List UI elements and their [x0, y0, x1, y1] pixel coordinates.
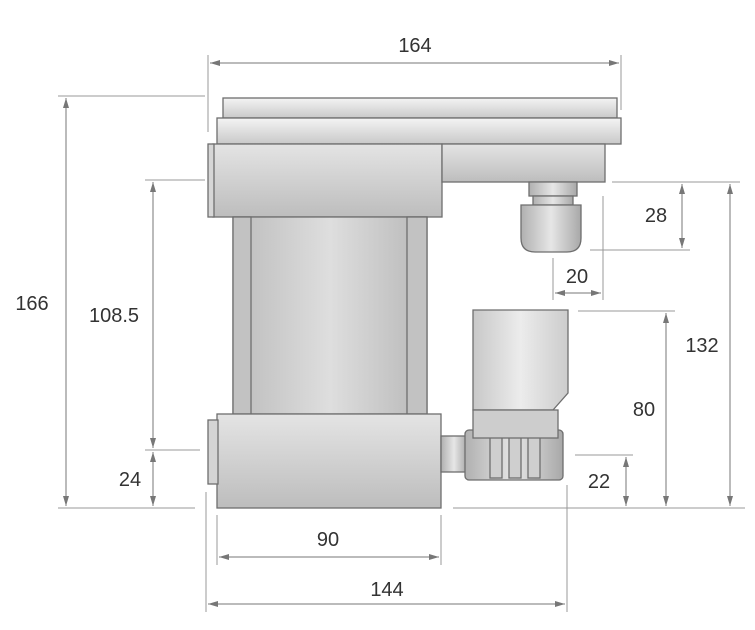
dimension-labels: 164 166 108.5 24 28 20 80 132 22 90 144 [15, 35, 718, 601]
valve-base [472, 409, 559, 439]
mounting-plate [216, 117, 622, 145]
upper-arm [441, 143, 606, 183]
dim-valve-height: 80 [633, 399, 655, 421]
dim-overall-width: 164 [398, 35, 431, 57]
upper-block [212, 143, 443, 218]
cylinder-body [232, 216, 428, 415]
dim-fitting-height: 28 [645, 205, 667, 227]
pump-assembly [207, 97, 622, 509]
dim-body-height: 108.5 [89, 305, 139, 327]
lower-block-cap [207, 419, 219, 485]
dim-valve-top-height: 132 [685, 335, 718, 357]
tie-rod-right [406, 216, 428, 415]
dim-overall-height: 166 [15, 293, 48, 315]
valve-housing [472, 309, 569, 411]
gland-dome [520, 204, 582, 253]
extension-lines [58, 55, 745, 612]
dim-port-height: 22 [588, 471, 610, 493]
dim-total-base-width: 144 [370, 579, 403, 601]
lower-block [216, 413, 442, 509]
top-plate [222, 97, 618, 119]
tie-rod-left [232, 216, 252, 415]
upper-block-cap [207, 143, 215, 218]
dim-base-height: 24 [119, 469, 141, 491]
gland-nut [528, 181, 578, 197]
dim-base-width: 90 [317, 529, 339, 551]
port-ring-1 [489, 431, 503, 479]
port-ring-3 [527, 431, 541, 479]
port-nipple [440, 435, 468, 473]
gland-body [532, 195, 574, 206]
dim-fitting-width: 20 [566, 266, 588, 288]
port-ring-2 [508, 431, 522, 479]
dimension-lines [63, 60, 733, 607]
